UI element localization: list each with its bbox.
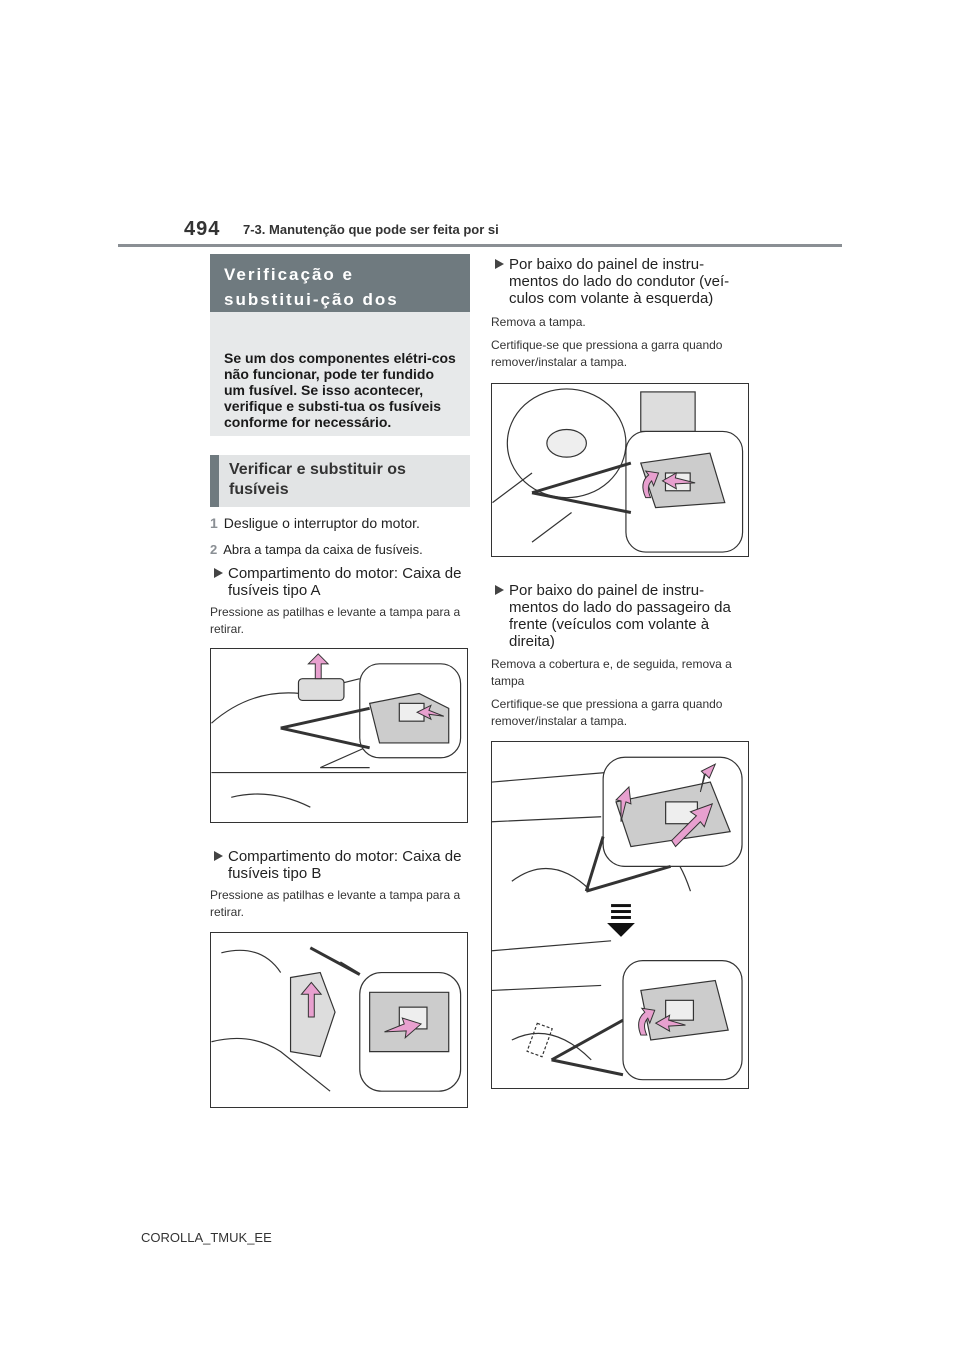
step-2: 2 Abra a tampa da caixa de fusíveis.	[210, 542, 423, 557]
item-fusebox-a-title: Compartimento do motor: Caixa de fusívei…	[210, 565, 470, 599]
item-driver-side-note-2: Certifique-se que pressiona a garra quan…	[491, 338, 723, 369]
item-passenger-side-note-2: Certifique-se que pressiona a garra quan…	[491, 697, 723, 728]
item-driver-side-note-1: Remova a tampa.	[491, 315, 586, 329]
item-fusebox-b-title: Compartimento do motor: Caixa de fusívei…	[210, 848, 470, 882]
item-passenger-side-note-1: Remova a cobertura e, de seguida, remova…	[491, 657, 732, 688]
item-passenger-side-title: Por baixo do painel de instru-mentos do …	[491, 582, 751, 650]
step-number: 1	[210, 515, 218, 531]
driver-side-illustration	[492, 388, 744, 553]
figure-driver-side	[491, 383, 749, 557]
item-fusebox-b-note: Pressione as patilhas e levante a tampa …	[210, 888, 461, 919]
item-fusebox-a-note: Pressione as patilhas e levante a tampa …	[210, 605, 461, 636]
step-1: 1 Desligue o interruptor do motor.	[210, 515, 420, 531]
arrow-down-icon	[607, 904, 635, 937]
fusebox-a-illustration	[211, 653, 467, 808]
main-heading: Verificação e substitui-ção dos fusíveis	[210, 254, 470, 334]
item-driver-side-title: Por baixo do painel de instru-mentos do …	[491, 256, 751, 307]
step-text: Abra a tampa da caixa de fusíveis.	[223, 542, 423, 557]
figure-fusebox-b	[210, 932, 468, 1108]
step-number: 2	[210, 542, 218, 557]
footer-doc-code: COROLLA_TMUK_EE	[141, 1230, 272, 1245]
fusebox-b-illustration	[211, 946, 462, 1092]
page-number: 494	[184, 218, 221, 240]
sub-heading: Verificar e substituir os fusíveis	[210, 455, 470, 507]
header-rule	[118, 244, 842, 247]
intro-text: Se um dos componentes elétri-cos não fun…	[210, 312, 470, 436]
step-text: Desligue o interruptor do motor.	[223, 515, 420, 531]
section-title: 7-3. Manutenção que pode ser feita por s…	[243, 222, 499, 237]
figure-fusebox-a	[210, 648, 468, 823]
figure-passenger-side	[491, 741, 749, 1089]
passenger-side-illustration	[492, 756, 743, 1081]
